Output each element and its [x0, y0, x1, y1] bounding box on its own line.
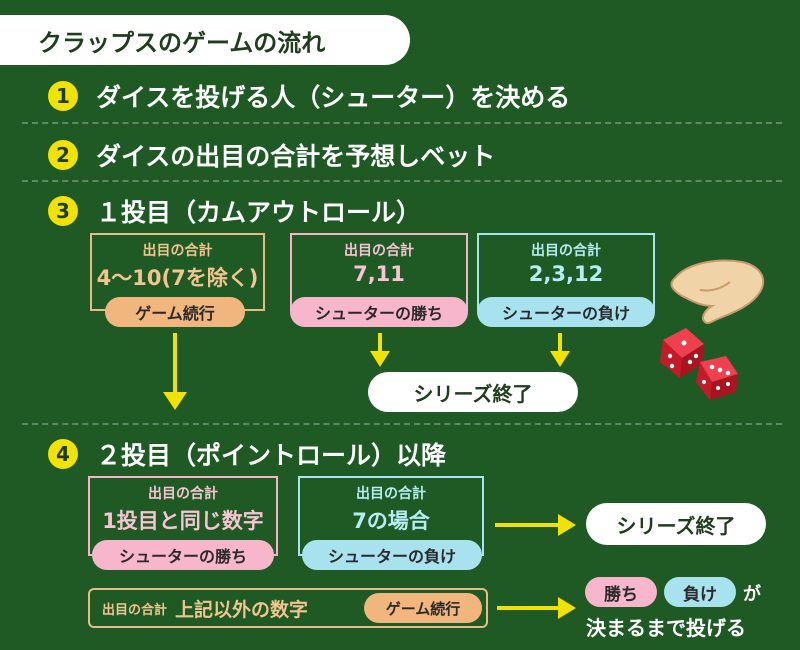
win-badge: 勝ち — [585, 577, 657, 607]
shooter-win-badge: シューターの勝ち — [290, 297, 468, 327]
step-number-2: 2 — [48, 140, 78, 170]
final-text: 決まるまで投げる — [586, 616, 746, 640]
divider — [22, 122, 782, 124]
step-3: 3 １投目（カムアウトロール） — [48, 193, 421, 229]
page-title: クラップスのゲームの流れ — [0, 15, 410, 65]
hand-icon — [670, 259, 765, 325]
box-value: 1投目と同じ数字 — [102, 509, 264, 533]
arrow-win-head — [370, 351, 390, 367]
step-2: 2 ダイスの出目の合計を予想しベット — [48, 137, 495, 173]
box-label: 出目の合計 — [142, 243, 213, 259]
point-other-box: 出目の合計 上記以外の数字 ゲーム続行 — [88, 588, 488, 628]
arrow-other-head — [558, 597, 576, 619]
box-label: 出目の合計 — [356, 486, 426, 502]
box-label: 出目の合計 — [531, 243, 601, 259]
arrow-lose-head — [550, 351, 570, 367]
step-1-text: ダイスを投げる人（シューター）を決める — [96, 83, 571, 112]
box-value: 7,11 — [353, 262, 405, 286]
step-2-text: ダイスの出目の合計を予想しベット — [96, 142, 496, 171]
step-number-1: 1 — [48, 81, 78, 111]
game-continue-badge: ゲーム続行 — [364, 593, 482, 623]
series-end-badge: シリーズ終了 — [586, 503, 766, 545]
shooter-lose-badge: シューターの負け — [302, 540, 482, 570]
box-value: 4〜10(7を除く) — [96, 266, 259, 290]
box-label: 出目の合計 — [344, 243, 414, 259]
point-lose-box: 出目の合計 7の場合 — [298, 476, 484, 556]
step-3-text: １投目（カムアウトロール） — [96, 198, 422, 227]
lose-badge: 負け — [664, 577, 736, 607]
step-4-text: ２投目（ポイントロール）以降 — [96, 441, 447, 470]
arrow-point-lose-head — [558, 514, 576, 536]
box-label: 出目の合計 — [148, 486, 218, 502]
series-end-badge: シリーズ終了 — [368, 372, 578, 412]
step-number-3: 3 — [48, 196, 78, 226]
box-value: 上記以外の数字 — [175, 598, 309, 621]
point-win-box: 出目の合計 1投目と同じ数字 — [88, 476, 278, 556]
divider — [22, 423, 782, 425]
divider — [22, 180, 782, 182]
game-continue-badge: ゲーム続行 — [105, 297, 245, 327]
box-label: 出目の合計 — [102, 602, 168, 618]
box-value: 7の場合 — [352, 509, 430, 533]
box-value: 2,3,12 — [528, 262, 604, 286]
shooter-lose-badge: シューターの負け — [477, 297, 655, 327]
dice-icon — [660, 328, 738, 400]
arrow-continue-head — [163, 392, 187, 410]
final-suffix: が — [743, 584, 761, 605]
shooter-win-badge: シューターの勝ち — [92, 540, 274, 570]
step-4: 4 ２投目（ポイントロール）以降 — [48, 436, 446, 472]
step-number-4: 4 — [48, 439, 78, 469]
step-1: 1 ダイスを投げる人（シューター）を決める — [48, 78, 570, 114]
